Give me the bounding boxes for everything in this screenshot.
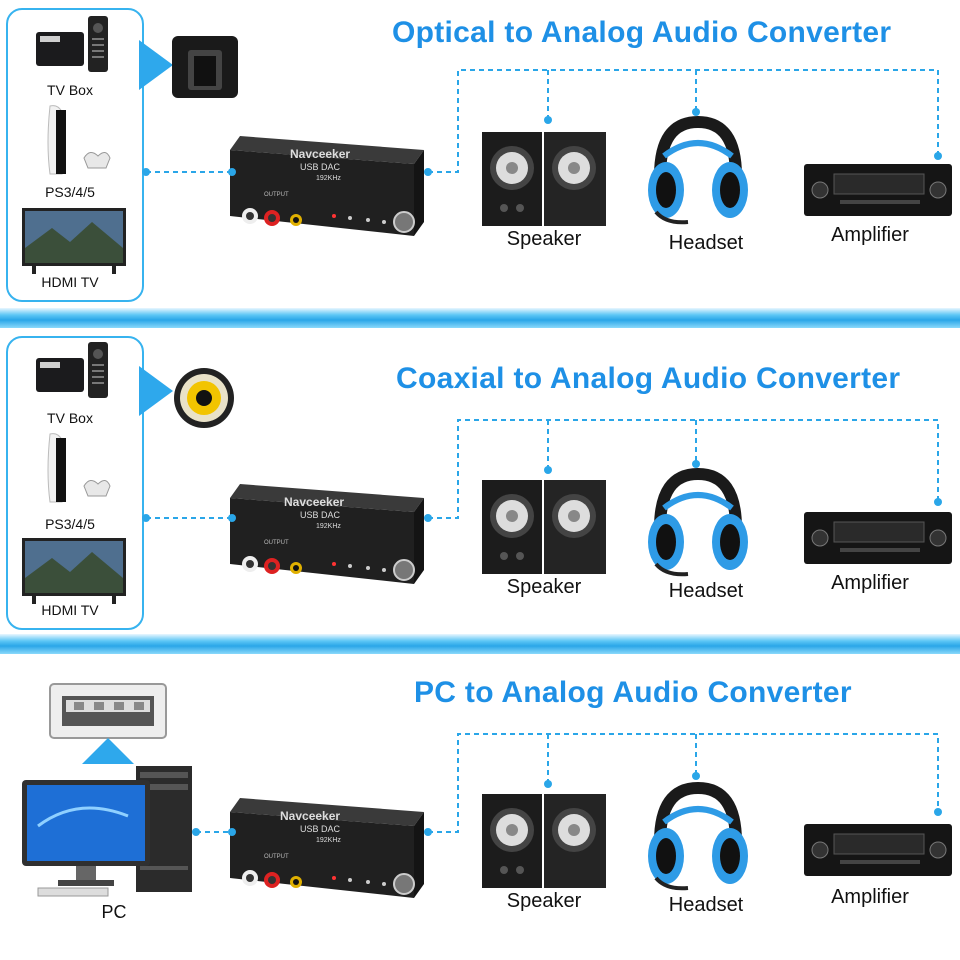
device-rate: 192KHz [316, 175, 341, 182]
output-label: Speaker [506, 576, 582, 598]
pc-icon [22, 766, 192, 897]
output-label: Headset [668, 580, 744, 602]
output-label: Amplifier [831, 572, 909, 594]
up-arrow [82, 738, 134, 764]
device-model: USB DAC [300, 824, 341, 834]
output-label: Speaker [506, 890, 582, 912]
output-label: Headset [668, 232, 744, 254]
game-console-icon [47, 105, 111, 175]
section-divider [0, 634, 960, 654]
device-model: USB DAC [300, 510, 341, 520]
source-label: PS3/4/5 [45, 184, 95, 200]
source-pointer [139, 40, 173, 90]
headset-icon [648, 467, 748, 577]
section-title: Optical to Analog Audio Converter [392, 16, 892, 49]
speaker-icon [482, 132, 606, 226]
section-title: Coaxial to Analog Audio Converter [396, 362, 901, 395]
optical-port-icon [172, 36, 238, 98]
game-console-icon [47, 433, 111, 503]
section-title: PC to Analog Audio Converter [414, 676, 852, 709]
source-label: HDMI TV [41, 602, 99, 618]
device-output-label: OUTPUT [264, 540, 289, 546]
device-brand: Navceeker [290, 147, 350, 161]
tv-icon [22, 538, 126, 604]
headset-icon [648, 115, 748, 225]
speaker-icon [482, 480, 606, 574]
output-label: Speaker [506, 228, 582, 250]
source-pointer [139, 366, 173, 416]
output-label: Headset [668, 894, 744, 916]
output-label: Amplifier [831, 886, 909, 908]
tv-icon [22, 208, 126, 274]
output-label: Amplifier [831, 224, 909, 246]
amplifier-icon [804, 512, 952, 564]
tv-box-icon [36, 16, 108, 72]
source-label: TV Box [47, 82, 93, 98]
amplifier-icon [804, 164, 952, 216]
amplifier-icon [804, 824, 952, 876]
device-rate: 192KHz [316, 523, 341, 530]
device-brand: Navceeker [284, 495, 344, 509]
coaxial-port-icon [174, 368, 234, 428]
device-output-label: OUTPUT [264, 192, 289, 198]
source-label: HDMI TV [41, 274, 99, 290]
device-rate: 192KHz [316, 837, 341, 844]
headset-icon [648, 781, 748, 891]
device-output-label: OUTPUT [264, 854, 289, 860]
source-label: PC [101, 902, 127, 922]
speaker-icon [482, 794, 606, 888]
source-label: TV Box [47, 410, 93, 426]
section-divider [0, 308, 960, 328]
device-brand: Navceeker [280, 809, 340, 823]
tv-box-icon [36, 342, 108, 398]
source-label: PS3/4/5 [45, 516, 95, 532]
usb-port-icon [49, 683, 167, 739]
usb-dac-device: Navceeker USB DAC 192KHz OUTPUT [230, 136, 424, 236]
usb-dac-device: Navceeker USB DAC 192KHz OUTPUT [230, 484, 424, 584]
usb-dac-device: Navceeker USB DAC 192KHz OUTPUT [230, 798, 424, 898]
device-model: USB DAC [300, 162, 341, 172]
